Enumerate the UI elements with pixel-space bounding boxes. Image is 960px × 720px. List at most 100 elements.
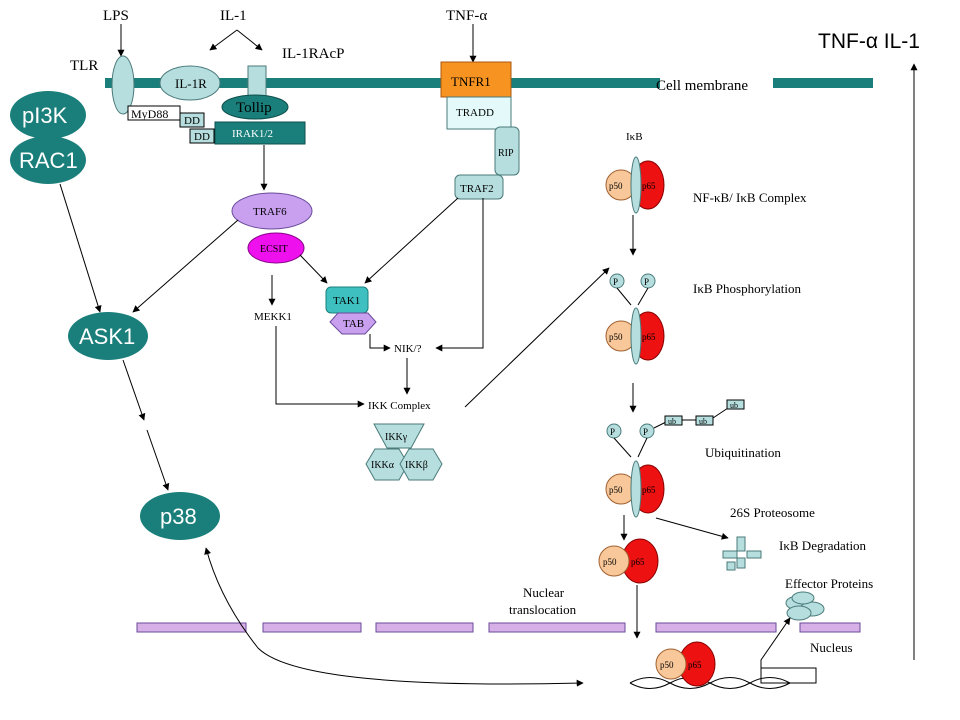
p50-label: p50 bbox=[609, 332, 623, 342]
ub-box-3 bbox=[726, 399, 745, 410]
ecsit-label: ECSIT bbox=[260, 244, 288, 255]
ikk-complex-label: IKK Complex bbox=[368, 400, 431, 412]
p50-label: p50 bbox=[660, 660, 674, 670]
il1-arrow-left bbox=[209, 29, 238, 51]
nfkb-complex-3: p50 p65 bbox=[605, 460, 665, 518]
tlr-label: TLR bbox=[70, 58, 98, 74]
p38-to-nucleus-curve bbox=[204, 547, 584, 687]
mekk1-to-ikk-arrow bbox=[275, 326, 365, 408]
traf6-to-ask1-arrow bbox=[132, 219, 239, 313]
il1-arrow-right bbox=[236, 29, 263, 51]
phospho-label-1a: P bbox=[613, 277, 618, 287]
cell-membrane-label: Cell membrane bbox=[656, 78, 748, 94]
output-label: TNF-α IL-1 bbox=[818, 30, 920, 53]
tollip-label: Tollip bbox=[236, 100, 272, 116]
proteosome-label: 26S Proteosome bbox=[730, 505, 815, 520]
ub-chain-line bbox=[653, 421, 667, 429]
p50-label: p50 bbox=[609, 485, 623, 495]
ikk-gamma-shape bbox=[373, 423, 425, 449]
ikb-shape bbox=[630, 460, 642, 518]
ask1-label: ASK1 bbox=[79, 324, 135, 349]
tab-shape bbox=[329, 312, 377, 335]
ub-box-2 bbox=[695, 415, 714, 426]
p38-label: p38 bbox=[160, 504, 197, 529]
traf2-box bbox=[454, 174, 504, 200]
cell-membrane bbox=[105, 78, 660, 88]
tollip-ellipse bbox=[221, 94, 289, 120]
nik-label: NIK/? bbox=[394, 343, 422, 355]
phospho-label-2a: P bbox=[610, 427, 615, 437]
tlr-receptor bbox=[111, 55, 135, 115]
tradd-box bbox=[446, 96, 512, 130]
ub-label-2: ub bbox=[699, 417, 707, 426]
nuclear-membrane-seg-1 bbox=[136, 622, 247, 633]
ikk-gamma-label: IKKγ bbox=[385, 432, 408, 443]
dna-to-effector-arrow bbox=[760, 617, 817, 684]
il1r-label: IL-1R bbox=[175, 76, 207, 91]
nucleus-label: Nucleus bbox=[810, 640, 853, 655]
ub-to-degradation-arrow bbox=[655, 517, 729, 540]
phospho-stalk-2a bbox=[613, 437, 632, 458]
p65-label: p65 bbox=[688, 660, 702, 670]
il1-label: IL-1 bbox=[220, 8, 247, 24]
nuclear-membrane-seg-6 bbox=[799, 622, 861, 633]
tnfr1-label: TNFR1 bbox=[451, 74, 491, 89]
lps-label: LPS bbox=[103, 8, 129, 24]
phosphorylation-label: IκB Phosphorylation bbox=[693, 281, 802, 296]
p65-label: p65 bbox=[642, 181, 656, 191]
traf6-ellipse bbox=[231, 192, 313, 230]
ikk-to-ikb-arrow bbox=[464, 267, 610, 408]
nfkb-complex-1: p50 p65 bbox=[605, 156, 665, 214]
ub-chain-line-3 bbox=[712, 407, 729, 419]
tradd-label: TRADD bbox=[456, 107, 494, 119]
p65-label: p65 bbox=[642, 485, 656, 495]
traf6-label: TRAF6 bbox=[253, 206, 287, 218]
ecsit-to-tak1-arrow bbox=[299, 254, 328, 284]
traf2-to-tak1-arrow bbox=[364, 197, 459, 284]
ub-label-1: ub bbox=[668, 417, 676, 426]
traf2-label: TRAF2 bbox=[460, 183, 494, 195]
p50-shape bbox=[598, 545, 630, 577]
il1r-receptor bbox=[159, 65, 221, 101]
dd-label-1: DD bbox=[184, 115, 200, 127]
dd-box-1 bbox=[179, 112, 205, 128]
ask1-to-p38-arrow-b bbox=[146, 429, 170, 491]
phospho-stalk-1a bbox=[616, 287, 632, 306]
nfkb-complex-label: NF-κB/ IκB Complex bbox=[693, 190, 807, 205]
phospho-label-1b: P bbox=[644, 277, 649, 287]
phospho-stalk-1b bbox=[637, 287, 649, 306]
p50-label: p50 bbox=[603, 557, 617, 567]
nuclear-translocation-label-2: translocation bbox=[509, 602, 577, 617]
dd-box-2 bbox=[189, 128, 215, 144]
ikk-beta-label: IKKβ bbox=[405, 460, 428, 471]
traf2-to-nik-arrow bbox=[435, 198, 484, 352]
ikb-shape bbox=[630, 307, 642, 365]
ikk-alpha-label: IKKα bbox=[371, 460, 395, 471]
nuclear-membrane-seg-5 bbox=[655, 622, 777, 633]
pi3k-label: pI3K bbox=[22, 103, 68, 128]
mekk1-label: MEKK1 bbox=[254, 311, 292, 323]
nuclear-membrane-seg-2 bbox=[262, 622, 362, 633]
tnf-label: TNF-α bbox=[446, 8, 487, 24]
degradation-label: IκB Degradation bbox=[779, 538, 867, 553]
ecsit-ellipse bbox=[247, 232, 305, 264]
tak1-label: TAK1 bbox=[333, 295, 360, 307]
irak-box bbox=[214, 121, 306, 145]
ikb-label: IκB bbox=[626, 131, 643, 143]
rip-box bbox=[494, 126, 520, 176]
ask1-node bbox=[68, 312, 148, 360]
dd-label-2: DD bbox=[194, 131, 210, 143]
ub-label-3: ub bbox=[730, 401, 738, 410]
nuclear-membrane-seg-4 bbox=[488, 622, 626, 633]
rac1-to-ask1-arrow bbox=[59, 183, 102, 313]
tab-label: TAB bbox=[343, 318, 364, 330]
effector-proteins bbox=[785, 591, 825, 621]
p50-label: p50 bbox=[609, 181, 623, 191]
p38-node bbox=[140, 492, 220, 540]
cell-membrane-right bbox=[773, 78, 873, 88]
rac1-node bbox=[10, 136, 86, 184]
ask1-to-p38-arrow-a bbox=[122, 359, 146, 421]
ubiquitination-label: Ubiquitination bbox=[705, 445, 781, 460]
nuclear-translocation-label-1: Nuclear bbox=[523, 585, 565, 600]
